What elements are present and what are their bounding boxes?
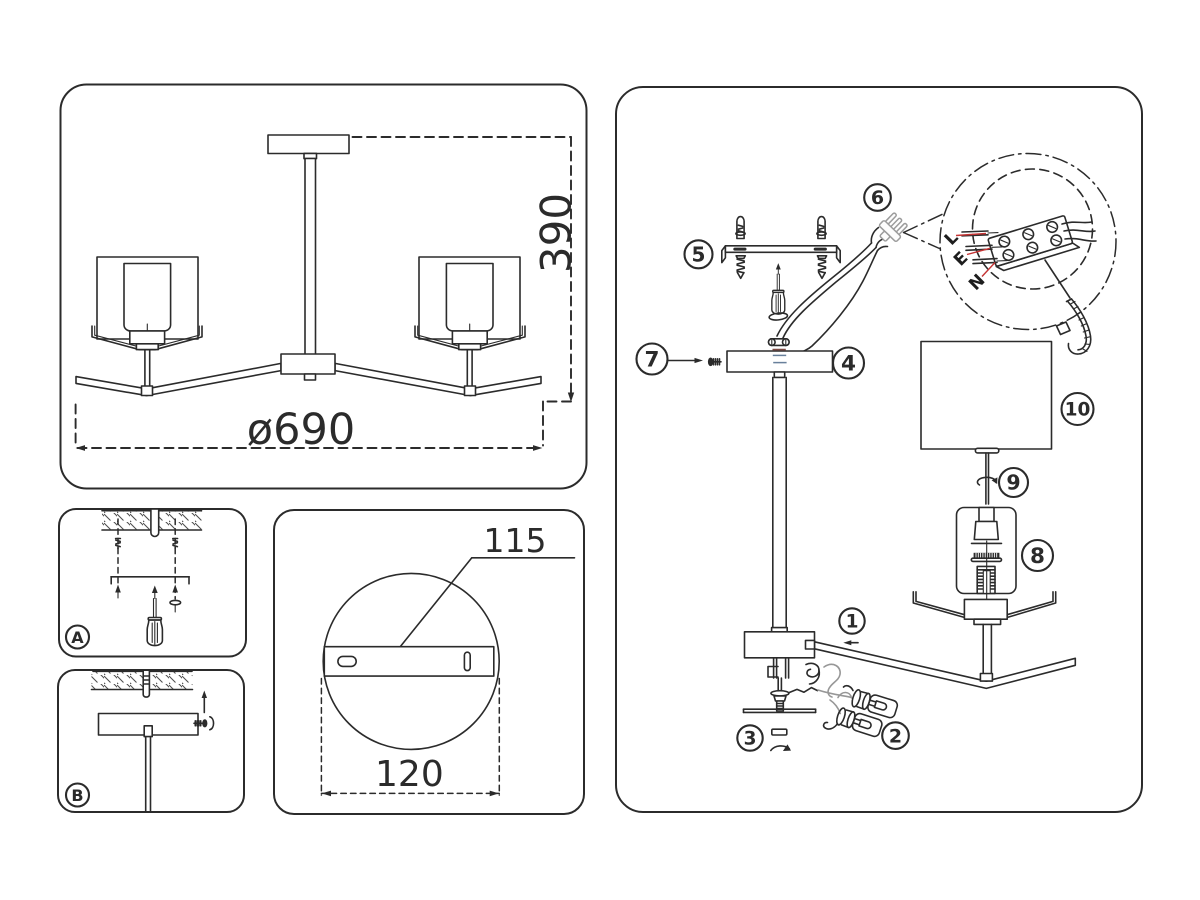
rotate-icon — [209, 716, 215, 731]
shade-collar — [974, 447, 1000, 454]
dim-slot-label: 115 — [484, 521, 547, 560]
leader-n — [981, 262, 996, 277]
step-b-label: B — [71, 786, 83, 805]
threaded-stud — [143, 671, 149, 694]
down-rod — [304, 157, 317, 356]
step-b-drawing: B — [64, 670, 215, 812]
wall-anchor-icon — [735, 215, 746, 240]
part-badge-1: 1 — [838, 607, 866, 635]
hub-block — [280, 353, 336, 375]
detail-circle-inner — [971, 168, 1094, 290]
canopy — [726, 350, 834, 373]
leader-e — [966, 247, 991, 256]
part-badge-2: 2 — [881, 721, 910, 750]
bracket-bar — [724, 245, 838, 254]
exploded-assembly: L E N — [635, 152, 1117, 752]
socket-unit — [955, 506, 1017, 601]
detail-circle-outer — [939, 152, 1117, 331]
part-badge-7: 7 — [635, 342, 669, 376]
cable-tie — [1044, 259, 1092, 355]
step-a-label: A — [71, 628, 84, 647]
bottom-plate — [742, 708, 817, 714]
slot-horizontal — [337, 655, 357, 668]
step-b-badge: B — [64, 782, 91, 808]
canopy-bottom-view: 115 120 — [320, 521, 576, 797]
chandelier-front-view: 390 ø690 — [74, 134, 581, 455]
up-arrow-icon — [172, 584, 178, 593]
svg-text:2: 2 — [889, 725, 902, 747]
svg-text:8: 8 — [1030, 544, 1045, 569]
wall-anchor-icon — [816, 215, 827, 240]
canopy-screw — [707, 357, 722, 367]
terminal-screws — [998, 220, 1063, 262]
threaded-pipe — [985, 452, 990, 505]
slot-vertical — [463, 651, 471, 672]
part-badge-9: 9 — [997, 466, 1030, 499]
bulb-icon — [842, 684, 900, 720]
rod-collar — [773, 371, 786, 379]
ceiling-hatch — [91, 671, 193, 690]
svg-text:5: 5 — [692, 242, 706, 266]
terminal-block — [987, 215, 1081, 272]
hook — [805, 662, 820, 678]
svg-text:7: 7 — [645, 348, 660, 373]
hub-block — [743, 630, 816, 659]
canopy-circle — [322, 572, 501, 751]
glass-shade-box — [920, 340, 1053, 450]
hub-finial — [303, 373, 317, 381]
leader-l — [955, 232, 987, 237]
mains-wires — [1061, 221, 1097, 242]
arm-socket — [804, 639, 816, 650]
part-badge-10: 10 — [1060, 391, 1095, 427]
canopy-boss — [143, 724, 153, 738]
spare-plate — [770, 728, 788, 736]
part-badge-6: 6 — [863, 183, 892, 212]
panel-step-a-frame — [58, 508, 247, 658]
cover-ring — [768, 312, 789, 321]
up-arrow-icon — [115, 584, 121, 593]
plug-body — [878, 212, 908, 242]
lamp-stem-left — [140, 347, 154, 397]
callout-wedge — [902, 212, 945, 250]
strain-relief — [767, 337, 790, 347]
svg-text:3: 3 — [744, 729, 757, 750]
down-rod — [772, 376, 787, 629]
svg-text:1: 1 — [846, 612, 859, 633]
part-badge-5: 5 — [683, 239, 714, 270]
dim-diameter-label: ø690 — [247, 405, 355, 455]
mounting-bar — [323, 645, 495, 677]
svg-text:10: 10 — [1065, 400, 1091, 421]
side-screw — [193, 716, 215, 731]
ceiling-plate — [267, 134, 350, 155]
dim-plate-label: 120 — [375, 754, 444, 795]
svg-text:6: 6 — [871, 187, 884, 209]
svg-text:9: 9 — [1006, 471, 1020, 495]
hub-hardware — [742, 657, 853, 715]
ceiling-hole — [151, 509, 159, 532]
part-badge-4: 4 — [831, 346, 866, 380]
dimension-lines: 390 ø690 — [74, 136, 581, 455]
step-a-drawing: A — [64, 509, 203, 650]
step-a-badge: A — [64, 624, 91, 650]
bulb-icon — [822, 706, 884, 739]
supply-wires — [961, 230, 1008, 265]
dim-height-label: 390 — [532, 193, 581, 273]
shade-holder — [912, 591, 1057, 682]
svg-text:4: 4 — [841, 352, 856, 377]
part-badge-3: 3 — [736, 724, 764, 752]
down-rod — [144, 735, 152, 812]
up-arrow-icon — [201, 690, 207, 698]
part-badge-8: 8 — [1020, 538, 1055, 573]
leader-line — [399, 557, 473, 648]
mounting-bracket-assembly — [720, 215, 842, 280]
lamp-stem-right — [463, 347, 477, 397]
